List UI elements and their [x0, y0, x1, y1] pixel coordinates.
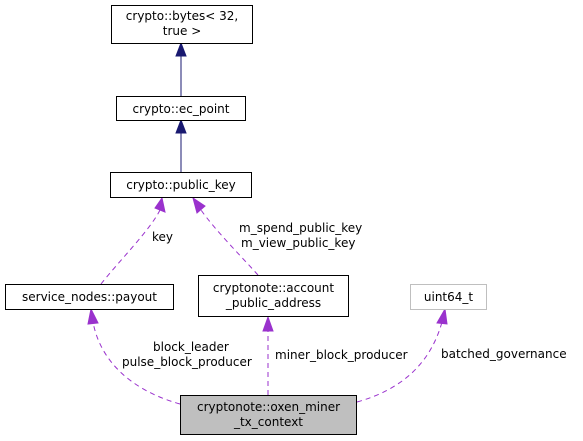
usage-arrowhead: [87, 307, 99, 325]
node-label-bytes-line1: crypto::bytes< 32,: [126, 9, 238, 23]
node-service-nodes-payout[interactable]: service_nodes::payout: [5, 284, 174, 310]
node-oxen-miner-tx-context[interactable]: cryptonote::oxen_miner _tx_context: [180, 395, 357, 435]
node-label-bytes-line2: true >: [163, 24, 202, 38]
usage-arrowhead: [192, 196, 206, 214]
edge-label-miner-block-producer: miner_block_producer: [275, 348, 408, 362]
node-crypto-bytes[interactable]: crypto::bytes< 32, true >: [111, 5, 253, 44]
node-label-payout: service_nodes::payout: [22, 290, 157, 304]
node-label-context-line1: cryptonote::oxen_miner: [197, 400, 340, 414]
edge-payout-to-public-key: key: [100, 196, 173, 285]
edge-label-batched-governance: batched_governance: [441, 347, 567, 361]
usage-arrowhead: [262, 315, 274, 332]
node-label-public-key: crypto::public_key: [126, 178, 236, 192]
node-label-ec-point: crypto::ec_point: [133, 102, 230, 116]
edge-label-pulse-block-producer: pulse_block_producer: [122, 355, 252, 369]
inheritance-arrowhead: [175, 118, 187, 134]
edge-label-key: key: [152, 230, 173, 244]
node-label-account-line2: _public_address: [225, 296, 321, 310]
node-uint64-t[interactable]: uint64_t: [410, 284, 487, 310]
edge-context-to-account: miner_block_producer: [262, 315, 408, 395]
usage-arrowhead: [436, 307, 448, 325]
node-crypto-ec-point[interactable]: crypto::ec_point: [116, 96, 246, 121]
node-label-context-line2: _tx_context: [233, 415, 303, 429]
node-label-uint64: uint64_t: [424, 290, 474, 304]
node-label-account-line1: cryptonote::account: [213, 281, 335, 295]
edge-label-block-leader: block_leader: [153, 340, 229, 354]
edge-context-to-uint64: batched_governance: [356, 307, 567, 403]
usage-arrowhead: [154, 196, 166, 213]
edge-label-view-public-key: m_view_public_key: [241, 236, 355, 250]
edge-account-to-public-key: m_spend_public_key m_view_public_key: [192, 196, 362, 276]
inheritance-arrowhead: [175, 41, 187, 57]
edge-context-to-payout: block_leader pulse_block_producer: [87, 307, 252, 405]
edge-public-key-to-ec-point: [175, 118, 187, 172]
edge-label-spend-public-key: m_spend_public_key: [239, 221, 362, 235]
edge-ec-point-to-bytes: [175, 41, 187, 96]
node-crypto-public-key[interactable]: crypto::public_key: [110, 172, 252, 198]
node-cryptonote-account-public-address[interactable]: cryptonote::account _public_address: [198, 275, 349, 317]
